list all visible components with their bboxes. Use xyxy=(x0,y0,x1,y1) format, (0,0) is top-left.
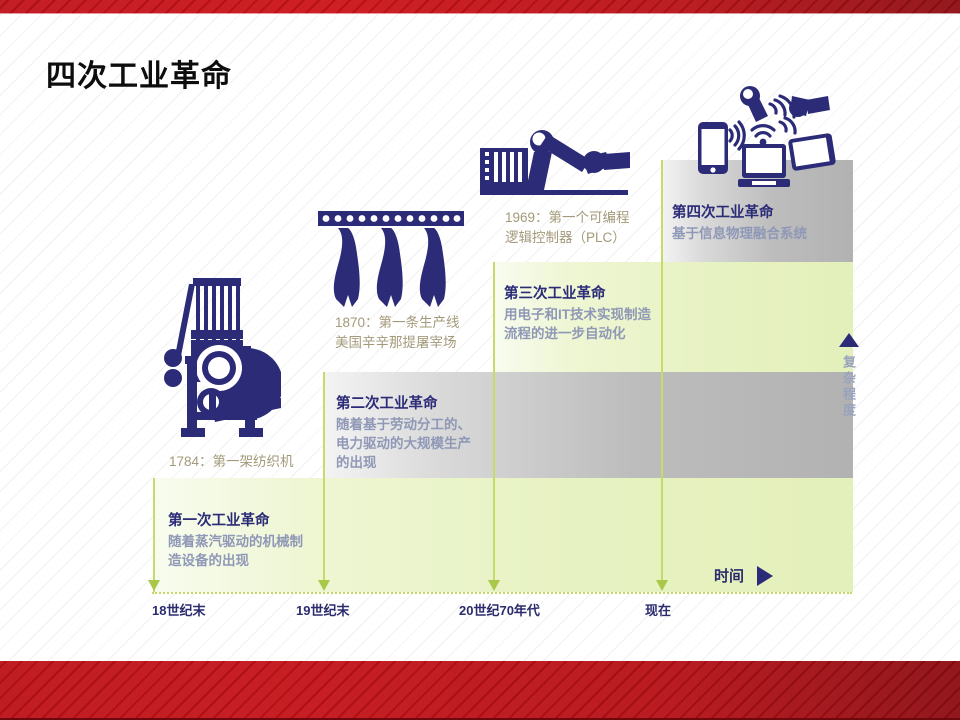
bottom-red-band xyxy=(0,661,960,720)
tick-label-4: 现在 xyxy=(645,603,672,618)
revolution-3-desc-line2: 流程的进一步自动化 xyxy=(504,326,626,341)
time-axis-line xyxy=(152,592,852,594)
tick-arrow-head-1 xyxy=(148,580,160,591)
tick-label-1: 18世纪末 xyxy=(152,603,206,618)
revolution-block-4: 第四次工业革命 基于信息物理融合系统 xyxy=(672,203,807,243)
complexity-axis-label: 复杂程度 xyxy=(841,355,856,419)
time-axis-label: 时间 xyxy=(714,568,745,585)
year-note-3-line1: 1969：第一个可编程 xyxy=(505,210,630,225)
revolution-block-3: 第三次工业革命 用电子和IT技术实现制造 流程的进一步自动化 xyxy=(504,284,651,343)
revolution-1-title: 第一次工业革命 xyxy=(168,513,270,529)
tick-arrow-3 xyxy=(488,273,500,591)
bottom-band-hatch xyxy=(0,661,960,720)
revolution-block-1: 第一次工业革命 随着蒸汽驱动的机械制 造设备的出现 xyxy=(168,511,303,570)
revolution-2-desc-line1: 随着基于劳动分工的、 xyxy=(336,417,471,432)
tick-arrow-1 xyxy=(148,490,160,591)
robot-arm-plc-icon xyxy=(478,130,648,202)
tick-arrow-4 xyxy=(656,171,668,591)
revolution-1-desc-line2: 造设备的出现 xyxy=(168,553,249,568)
cyber-physical-devices-icon xyxy=(694,86,838,194)
page-title: 四次工业革命 xyxy=(46,60,232,93)
top-band-hairline xyxy=(0,13,960,14)
step-band-3-green xyxy=(493,262,853,372)
year-note-2: 1870：第一条生产线 美国辛辛那提屠宰场 xyxy=(335,313,460,353)
revolution-4-desc-line1: 基于信息物理融合系统 xyxy=(672,226,807,241)
tick-arrow-head-4 xyxy=(656,580,668,591)
top-band-hatch xyxy=(0,0,960,14)
revolution-4-title: 第四次工业革命 xyxy=(672,205,774,221)
year-note-1: 1784：第一架纺织机 xyxy=(169,452,294,472)
revolution-2-desc-line2: 电力驱动的大规模生产 xyxy=(336,436,471,451)
complexity-arrow-icon xyxy=(839,333,859,347)
assembly-line-icon xyxy=(318,207,464,312)
tick-arrow-head-2 xyxy=(318,580,330,591)
revolution-3-desc-line1: 用电子和IT技术实现制造 xyxy=(504,307,651,322)
tick-arrow-2 xyxy=(318,383,330,591)
bottom-band-edge xyxy=(0,718,960,720)
year-note-2-line1: 1870：第一条生产线 xyxy=(335,315,460,330)
tick-arrow-head-3 xyxy=(488,580,500,591)
top-red-band xyxy=(0,0,960,14)
year-note-2-line2: 美国辛辛那提屠宰场 xyxy=(335,335,457,350)
step-band-1-fill xyxy=(153,478,853,592)
step-band-2-gray xyxy=(323,372,853,478)
revolution-3-title: 第三次工业革命 xyxy=(504,286,606,302)
power-loom-icon xyxy=(163,272,281,447)
revolution-1-desc-line1: 随着蒸汽驱动的机械制 xyxy=(168,534,303,549)
year-note-3-line2: 逻辑控制器（PLC） xyxy=(505,230,626,245)
revolution-2-desc-line3: 的出现 xyxy=(336,455,377,470)
step-band-3-fill xyxy=(493,262,853,372)
tick-label-2: 19世纪末 xyxy=(296,603,350,618)
step-band-1-green xyxy=(153,478,853,592)
revolution-block-2: 第二次工业革命 随着基于劳动分工的、 电力驱动的大规模生产 的出现 xyxy=(336,394,471,472)
revolution-2-title: 第二次工业革命 xyxy=(336,396,438,412)
year-note-3: 1969：第一个可编程 逻辑控制器（PLC） xyxy=(505,208,630,248)
year-note-1-line1: 1784：第一架纺织机 xyxy=(169,454,294,469)
step-band-2-fill xyxy=(323,372,853,478)
tick-label-3: 20世纪70年代 xyxy=(459,603,540,618)
time-arrow-icon xyxy=(757,566,773,586)
